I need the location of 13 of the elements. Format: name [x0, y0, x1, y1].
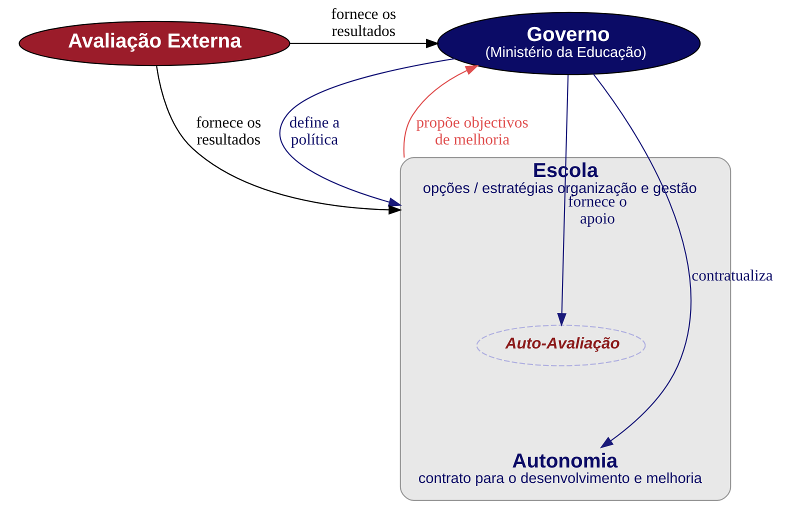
arrow — [592, 74, 691, 448]
node-text: Autonomia contrato para o desenvolvimento e melhoria — [418, 450, 702, 487]
node-ellipse: Avaliação Externa — [18, 20, 290, 66]
edge-label: propõe objectivos de melhoria — [416, 114, 528, 148]
arrow — [556, 75, 568, 327]
arrow — [278, 58, 454, 207]
edge-label: define a política — [288, 114, 340, 148]
node-ellipse: Auto-Avaliação — [476, 324, 646, 366]
arrow — [402, 65, 478, 158]
arrow — [156, 66, 402, 215]
arrow — [289, 38, 440, 48]
edge-label: fornece os resultados — [196, 114, 261, 148]
edge-label: contratualiza — [691, 268, 772, 285]
